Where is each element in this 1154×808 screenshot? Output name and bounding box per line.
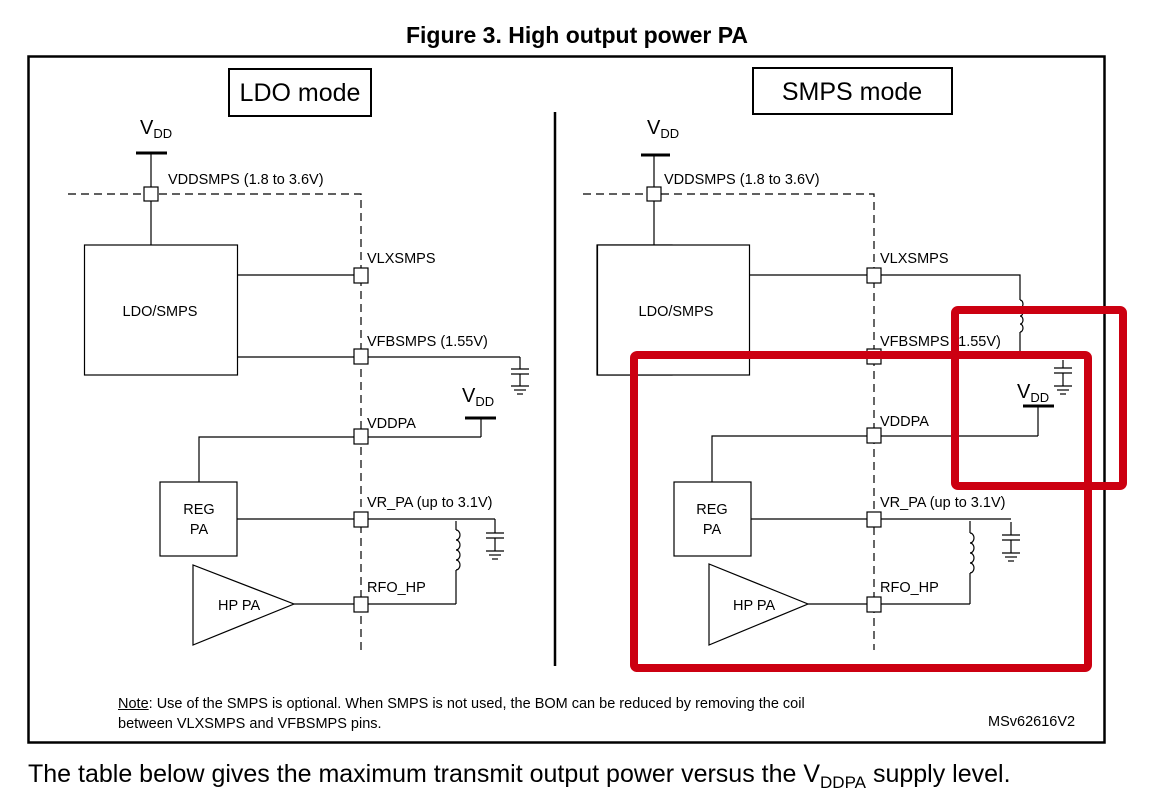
ldo-hp-pa-amplifier: [192, 564, 296, 646]
ldo-reg-pa-line1: REG: [183, 502, 214, 518]
ldo-vr-pa-label: VR_PA (up to 3.1V): [367, 495, 492, 511]
ldo-vddsmps-pin: [143, 186, 159, 202]
smps-vddpa-pin: [866, 427, 882, 444]
ldo-vfb-capacitor-icon: [511, 357, 529, 395]
caption-text: The table below gives the maximum transm…: [28, 760, 821, 788]
figure-note: Note: Use of the SMPS is optional. When …: [118, 694, 805, 734]
ldo-rfo-hp-label: RFO_HP: [367, 580, 426, 596]
ldo-smps-block-label: LDO/SMPS: [123, 304, 198, 320]
smps-reg-pa-block: [673, 481, 752, 557]
smps-vddpa-supply-label: VDD: [1017, 381, 1049, 405]
figure-frame: [27, 55, 1106, 744]
ldo-vr-pa-pin: [353, 511, 369, 528]
smps-vddpa-label: VDDPA: [880, 414, 929, 430]
smps-vlxsmps-pin: [866, 267, 882, 284]
ldo-vfbsmps-pin: [353, 348, 369, 365]
ldo-vr-pa-capacitor-icon: [486, 519, 504, 560]
ldo-vddpa-pin: [353, 428, 369, 445]
ldo-vfbsmps-label: VFBSMPS (1.55V): [367, 334, 488, 350]
caption-text-end: supply level.: [866, 760, 1011, 788]
ldo-smps-block: [83, 244, 239, 376]
smps-mode-label-box: [752, 67, 953, 115]
smps-hp-pa-amplifier: [708, 563, 810, 646]
ldo-vdd-label: VDD: [140, 117, 172, 141]
smps-vdd-label: VDD: [647, 117, 679, 141]
smps-chip-boundary: [583, 193, 875, 650]
caption-subscript: DDPA: [820, 773, 867, 792]
ldo-inductor-icon: [455, 521, 461, 604]
ldo-reg-pa-line2: PA: [190, 522, 209, 538]
body-caption: The table below gives the maximum transm…: [28, 760, 1011, 793]
smps-inductor-icon: [969, 521, 975, 604]
note-text-line1: : Use of the SMPS is optional. When SMPS…: [148, 696, 805, 712]
ldo-mode-label-box: [228, 68, 372, 117]
note-label: Note: [118, 696, 149, 712]
smps-vr-pa-pin: [866, 511, 882, 528]
smps-reg-pa-line1: REG: [696, 502, 727, 518]
ldo-rfo-hp-pin: [353, 596, 369, 613]
smps-vr-pa-label: VR_PA (up to 3.1V): [880, 495, 1005, 511]
figure-title: Figure 3. High output power PA: [405, 22, 748, 48]
smps-rfo-hp-label: RFO_HP: [880, 580, 939, 596]
ldo-panel: LDO mode VDD VDDSMPS (1.8 to 3.6V) LDO/S…: [68, 68, 529, 650]
smps-vr-pa-capacitor-icon: [1002, 522, 1020, 562]
smps-vfbsmps-label: VFBSMPS (1.55V): [880, 334, 1001, 350]
smps-ldo-smps-block-label: LDO/SMPS: [639, 304, 714, 320]
note-text-line2: between VLXSMPS and VFBSMPS pins.: [118, 716, 382, 732]
ldo-hp-pa-label: HP PA: [218, 598, 261, 614]
ldo-vddsmps-label: VDDSMPS (1.8 to 3.6V): [168, 172, 324, 188]
smps-vlxsmps-label: VLXSMPS: [880, 251, 949, 267]
smps-vddsmps-label: VDDSMPS (1.8 to 3.6V): [664, 172, 820, 188]
ldo-vddpa-supply-label: VDD: [462, 385, 494, 409]
ldo-vlxsmps-label: VLXSMPS: [367, 251, 436, 267]
ldo-mode-label: LDO mode: [240, 79, 361, 107]
ldo-chip-boundary: [68, 193, 362, 650]
smps-vddsmps-pin: [646, 186, 662, 202]
ldo-vlxsmps-pin: [353, 267, 369, 284]
smps-rfo-hp-pin: [866, 596, 882, 613]
smps-vfb-capacitor-icon: [1054, 360, 1072, 395]
highlight-box-vdd-supply: [951, 306, 1127, 490]
highlight-box-pa-section: [630, 351, 1092, 672]
smps-hp-pa-label: HP PA: [733, 598, 776, 614]
smps-mode-label: SMPS mode: [782, 78, 922, 106]
ldo-vddpa-label: VDDPA: [367, 416, 416, 432]
ldo-reg-pa-block: [159, 481, 238, 557]
figure-id: MSv62616V2: [988, 714, 1076, 730]
smps-reg-pa-line2: PA: [703, 522, 722, 538]
